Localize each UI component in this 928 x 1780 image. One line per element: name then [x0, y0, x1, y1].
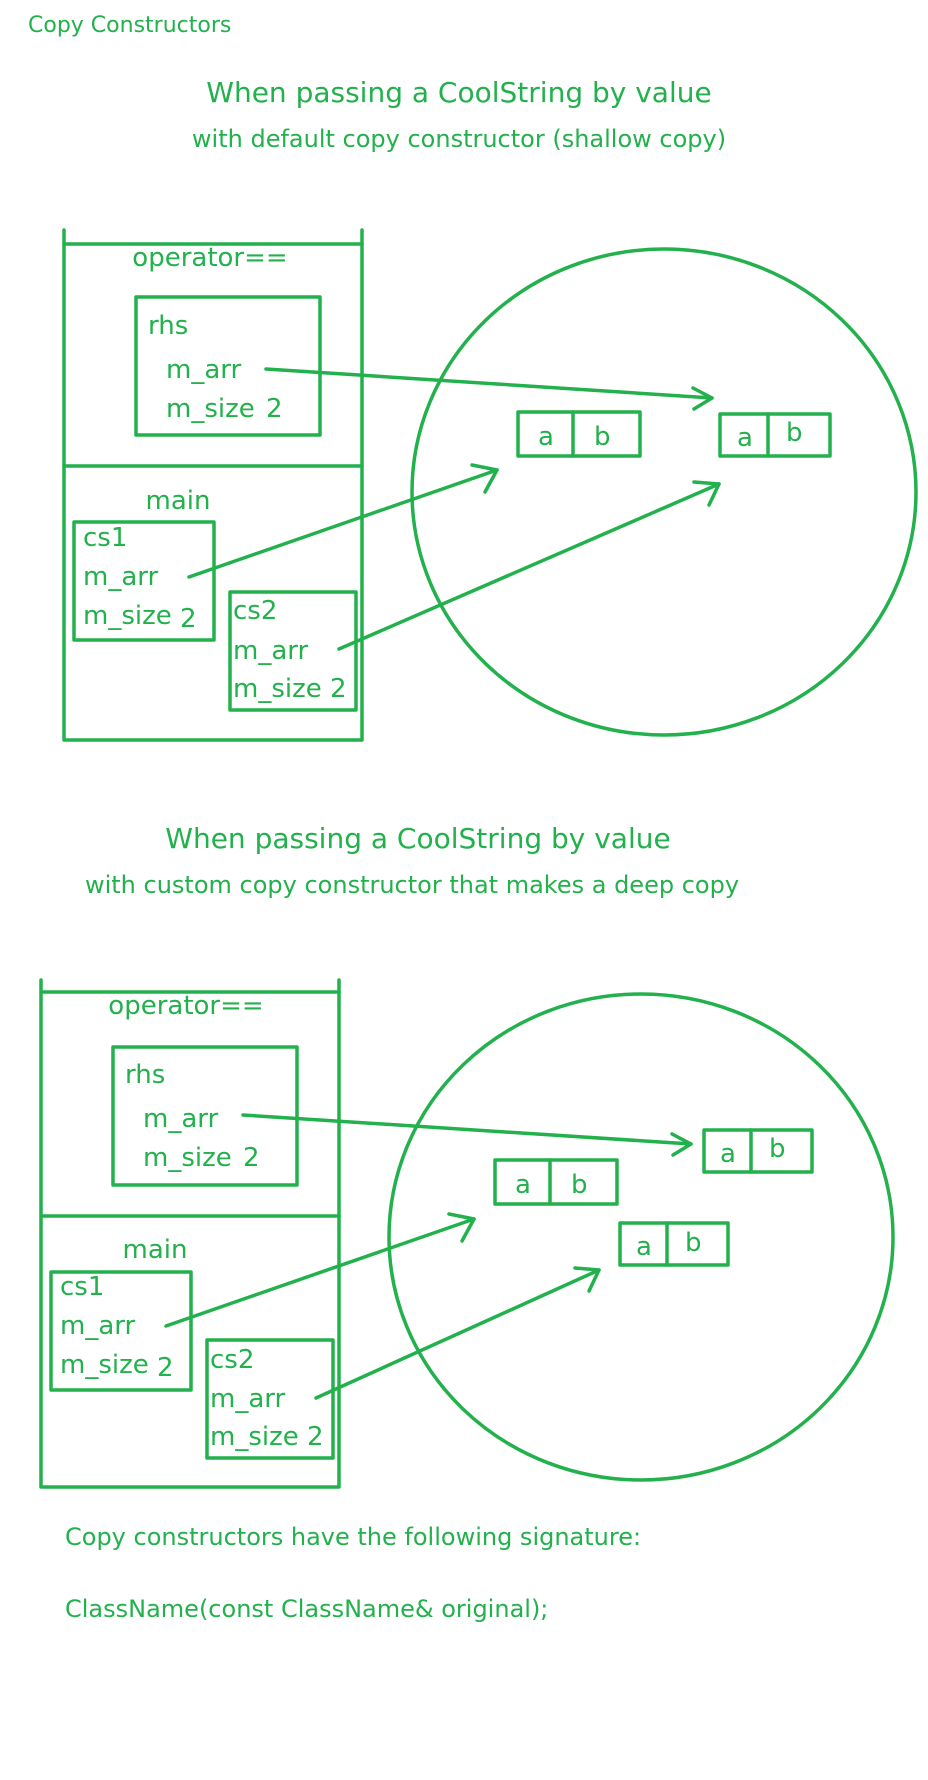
rhs-size-value: 2	[243, 1143, 260, 1173]
heap-array: a b	[516, 410, 642, 458]
main-frame-label: main	[146, 486, 211, 516]
operator-frame-label: operator==	[132, 243, 287, 273]
footer-signature: ClassName(const ClassName& original);	[65, 1595, 548, 1623]
rhs-object: rhs m_arr m_size 2	[134, 295, 322, 437]
array-cell: b	[571, 1170, 588, 1200]
cs2-size-value: 2	[307, 1422, 324, 1452]
cs1-arr-field: m_arr	[83, 562, 158, 592]
pointer-arrow	[164, 1217, 476, 1328]
cs2-size-field: m_size	[210, 1422, 299, 1452]
array-cell: b	[685, 1228, 702, 1258]
cs2-box	[228, 590, 358, 712]
heap-array: a b	[702, 1128, 814, 1174]
array-cell: b	[594, 422, 611, 452]
operator-frame-label: operator==	[108, 991, 263, 1021]
cs2-size-field: m_size	[233, 674, 322, 704]
pointer-arrow	[314, 1268, 601, 1400]
page-title: Copy Constructors	[28, 13, 231, 38]
diagram-subheading: with custom copy constructor that makes …	[85, 871, 739, 899]
rhs-size-field: m_size	[143, 1143, 232, 1173]
cs1-name: cs1	[83, 523, 127, 553]
pointer-arrows	[164, 1113, 693, 1400]
cs1-arr-field: m_arr	[60, 1311, 135, 1341]
cs1-size-value: 2	[157, 1353, 174, 1383]
rhs-size-value: 2	[266, 394, 283, 424]
array-box	[618, 1221, 730, 1267]
heap: a b a b a b	[387, 992, 895, 1482]
deep-copy-diagram: When passing a CoolString by value with …	[39, 822, 895, 1489]
array-cell: a	[636, 1232, 652, 1262]
array-cell: b	[769, 1134, 786, 1164]
cs2-name: cs2	[233, 596, 277, 626]
pointer-arrow	[187, 468, 499, 579]
heap-circle	[410, 247, 918, 737]
array-cell: a	[538, 422, 554, 452]
rhs-box	[134, 295, 322, 437]
arrowhead	[573, 1266, 601, 1293]
rhs-box	[111, 1045, 299, 1187]
pointer-arrow	[241, 1113, 693, 1146]
cs1-name: cs1	[60, 1272, 104, 1302]
cs2-arr-field: m_arr	[210, 1384, 285, 1414]
cs2-arr-field: m_arr	[233, 636, 308, 666]
cs1-box	[72, 520, 216, 642]
stack-outline	[39, 978, 341, 1489]
array-cell: a	[737, 423, 753, 453]
shallow-copy-diagram: When passing a CoolString by value with …	[62, 76, 918, 742]
footer-note: Copy constructors have the following sig…	[65, 1523, 641, 1551]
rhs-name: rhs	[148, 311, 188, 341]
rhs-name: rhs	[125, 1060, 165, 1090]
rhs-size-field: m_size	[166, 394, 255, 424]
heap-array: a b	[718, 412, 832, 458]
arrowhead	[691, 386, 714, 411]
diagram-heading: When passing a CoolString by value	[206, 76, 711, 109]
diagram-subheading: with default copy constructor (shallow c…	[192, 125, 726, 153]
diagram-heading: When passing a CoolString by value	[165, 822, 670, 855]
array-box	[516, 410, 642, 458]
heap-array: a b	[618, 1221, 730, 1267]
heap-array: a b	[493, 1158, 619, 1206]
pointer-arrow	[264, 367, 714, 400]
rhs-arr-field: m_arr	[166, 355, 241, 385]
cs1-box	[49, 1270, 193, 1392]
arrowhead	[470, 463, 499, 494]
cs2-object: cs2 m_arr m_size 2	[205, 1338, 335, 1460]
pointer-arrows	[187, 367, 721, 651]
cs1-size-field: m_size	[83, 601, 172, 631]
cs1-size-value: 2	[180, 604, 197, 634]
cs2-name: cs2	[210, 1345, 254, 1375]
stack-outline	[62, 228, 364, 742]
array-cell: b	[786, 418, 803, 448]
array-cell: a	[720, 1139, 736, 1169]
pointer-arrowhead	[670, 1132, 693, 1157]
arrowhead	[447, 1212, 476, 1243]
array-cell: a	[515, 1170, 531, 1200]
rhs-arr-field: m_arr	[143, 1104, 218, 1134]
heap-circle	[387, 992, 895, 1482]
rhs-object: rhs m_arr m_size 2	[111, 1045, 299, 1187]
heap: a b a b	[410, 247, 918, 737]
call-stack: operator== rhs m_arr m_size 2 main cs1 m…	[39, 978, 341, 1489]
array-box	[718, 412, 832, 458]
pointer-arrow	[337, 482, 721, 651]
cs1-object: cs1 m_arr m_size 2	[72, 520, 216, 642]
array-box	[702, 1128, 814, 1174]
cs1-object: cs1 m_arr m_size 2	[49, 1270, 193, 1392]
main-frame-label: main	[123, 1235, 188, 1265]
cs2-size-value: 2	[330, 674, 347, 704]
call-stack: operator== rhs m_arr m_size 2 main cs1 m…	[62, 228, 364, 742]
cs2-box	[205, 1338, 335, 1460]
array-box	[493, 1158, 619, 1206]
arrowhead	[692, 480, 721, 507]
cs1-size-field: m_size	[60, 1350, 149, 1380]
cs2-object: cs2 m_arr m_size 2	[228, 590, 358, 712]
